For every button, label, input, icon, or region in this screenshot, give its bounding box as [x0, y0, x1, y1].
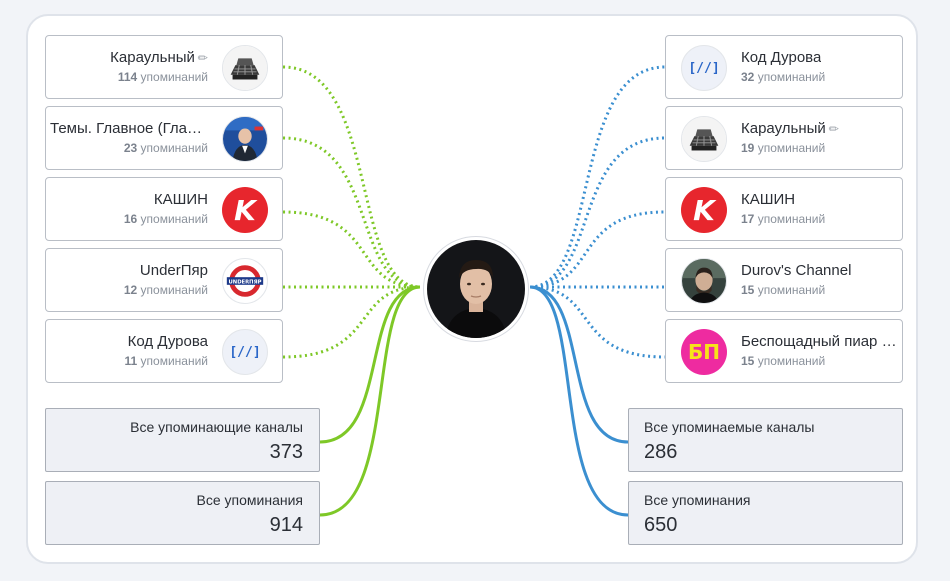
mention-unit: упоминаний	[140, 70, 208, 84]
stat-value: 914	[269, 514, 303, 536]
channel-avatar-temy	[222, 116, 268, 162]
mention-unit: упоминаний	[757, 212, 826, 226]
channel-avatar-bp: БП	[681, 329, 727, 375]
link-in-1	[282, 136, 421, 289]
mention-unit: упоминаний	[757, 141, 826, 155]
all-mentions-in-stat[interactable]: Все упоминания 914	[45, 481, 320, 545]
mention-unit: упоминаний	[140, 283, 208, 297]
link-out-stat-0	[529, 285, 629, 444]
link-out-2	[529, 210, 666, 289]
link-out-0	[529, 65, 666, 289]
kashin-logo: K	[693, 193, 715, 227]
outgoing-channel-card[interactable]: Durov's Channel 15 упоминаний	[665, 248, 903, 312]
stat-label: Все упоминания	[644, 492, 751, 508]
mention-count: 114	[117, 70, 138, 84]
channel-name: Караульный	[110, 49, 195, 66]
mention-unit: упоминаний	[757, 283, 826, 297]
stat-value: 373	[269, 441, 303, 463]
mention-count: 15	[741, 354, 755, 368]
channel-avatar-kod-durova: [//]	[222, 329, 268, 375]
mention-unit: упоминаний	[757, 70, 826, 84]
incoming-channel-card[interactable]: UnderПяр 12 упоминаний UNDERПЯР	[45, 248, 283, 312]
bp-logo: БП	[688, 340, 720, 364]
channel-avatar-kod-durova: [//]	[681, 45, 727, 91]
outgoing-channel-card[interactable]: K КАШИН 17 упоминаний	[665, 177, 903, 241]
mention-unit: упоминаний	[757, 354, 826, 368]
channel-name: UnderПяр	[139, 262, 208, 279]
center-channel-avatar[interactable]	[423, 236, 529, 342]
mention-count: 32	[741, 70, 755, 84]
incoming-channel-card[interactable]: КАШИН 16 упоминаний K	[45, 177, 283, 241]
all-mentioned-channels-stat[interactable]: Все упоминаемые каналы 286	[628, 408, 903, 472]
mention-count: 16	[123, 212, 138, 226]
channel-name: Караульный	[741, 120, 826, 137]
mention-count: 15	[741, 283, 755, 297]
channel-avatar-kashin: K	[222, 187, 268, 233]
mention-count: 11	[124, 354, 138, 368]
link-in-2	[282, 210, 421, 289]
kod-durova-logo: [//]	[688, 60, 720, 76]
stat-value: 286	[644, 441, 678, 463]
kashin-logo: K	[234, 193, 256, 227]
mention-count: 12	[123, 283, 138, 297]
channel-name: КАШИН	[741, 191, 796, 208]
channel-name: Durov's Channel	[741, 262, 852, 279]
mention-unit: упоминаний	[140, 141, 208, 155]
channel-avatar-karaulny	[681, 116, 727, 162]
link-in-stat-1	[319, 285, 421, 517]
channel-avatar-karaulny	[222, 45, 268, 91]
mention-count: 23	[123, 141, 138, 155]
link-in-4	[282, 285, 421, 359]
channel-name: Код Дурова	[741, 49, 822, 66]
channel-avatar-kashin: K	[681, 187, 727, 233]
pen-icon: ✎	[825, 120, 839, 137]
stat-label: Все упоминания	[196, 492, 303, 508]
stat-label: Все упоминаемые каналы	[644, 419, 815, 435]
channel-avatar-durov	[681, 258, 727, 304]
incoming-channel-card[interactable]: Караульный✎ 114 упоминаний	[45, 35, 283, 99]
person-avatar-icon	[427, 240, 525, 338]
channel-name: Темы. Главное (Главные новости)	[50, 120, 208, 137]
all-mentioning-channels-stat[interactable]: Все упоминающие каналы 373	[45, 408, 320, 472]
link-out-1	[529, 136, 666, 289]
link-in-0	[282, 65, 421, 289]
mention-unit: упоминаний	[140, 212, 208, 226]
incoming-channel-card[interactable]: Код Дурова 11 упоминаний [//]	[45, 319, 283, 383]
channel-name: Беспощадный пиар и реклама	[741, 333, 899, 350]
stat-label: Все упоминающие каналы	[130, 419, 303, 435]
link-out-4	[529, 285, 666, 359]
channel-avatar-underpr: UNDERПЯР	[222, 258, 268, 304]
outgoing-channel-card[interactable]: Караульный✎ 19 упоминаний	[665, 106, 903, 170]
outgoing-channel-card[interactable]: [//] Код Дурова 32 упоминаний	[665, 35, 903, 99]
link-in-stat-0	[319, 285, 421, 444]
stat-value: 650	[644, 514, 678, 536]
outgoing-channel-card[interactable]: БП Беспощадный пиар и реклама 15 упомина…	[665, 319, 903, 383]
pen-icon: ✎	[194, 49, 208, 66]
all-mentions-out-stat[interactable]: Все упоминания 650	[628, 481, 903, 545]
channel-name: Код Дурова	[127, 333, 208, 350]
mention-count: 19	[741, 141, 755, 155]
underpr-logo-text: UNDERПЯР	[229, 279, 262, 285]
mention-count: 17	[741, 212, 755, 226]
kod-durova-logo: [//]	[229, 344, 261, 360]
mention-unit: упоминаний	[140, 354, 208, 368]
incoming-channel-card[interactable]: Темы. Главное (Главные новости) 23 упоми…	[45, 106, 283, 170]
link-out-stat-1	[529, 285, 629, 517]
channel-name: КАШИН	[153, 191, 208, 208]
